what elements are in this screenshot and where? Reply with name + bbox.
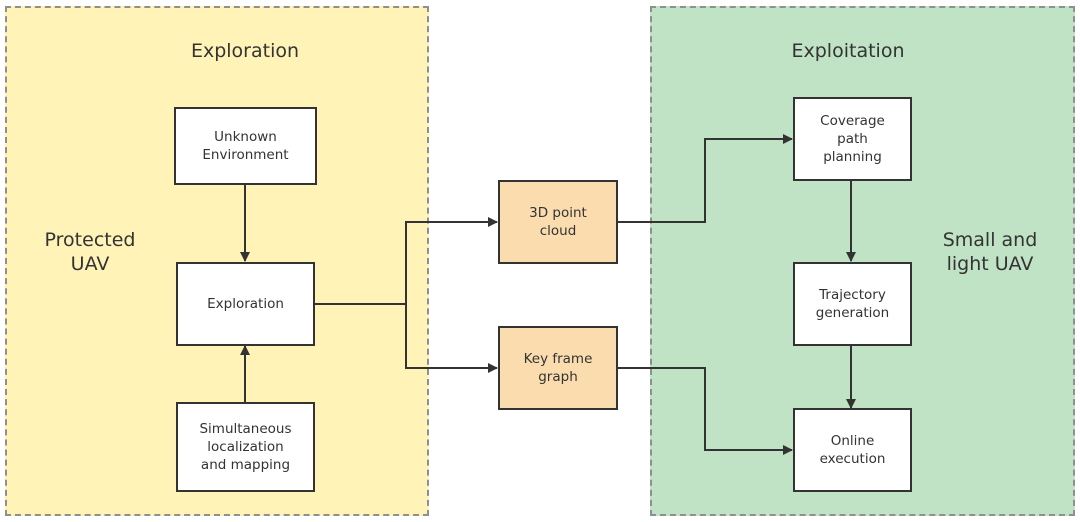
- small-light-uav-label: Small and light UAV: [942, 229, 1038, 275]
- node-unknown-environment: Unknown Environment: [174, 107, 317, 185]
- exploitation-region-title: Exploitation: [791, 40, 905, 62]
- protected-uav-label: Protected UAV: [44, 229, 136, 275]
- edge-keyframe-to-online: [617, 367, 793, 455]
- node-coverage-path-planning: Coverage path planning: [793, 97, 912, 181]
- node-exploration: Exploration: [176, 262, 315, 346]
- edge-pointcloud-to-coverage: [617, 134, 793, 223]
- node-key-frame-graph: Key frame graph: [498, 326, 618, 410]
- node-trajectory-generation: Trajectory generation: [793, 262, 912, 346]
- node-3d-point-cloud: 3D point cloud: [498, 180, 618, 264]
- edge-exploration-to-pointcloud: [314, 217, 498, 305]
- node-online-execution: Online execution: [793, 408, 912, 492]
- node-slam: Simultaneous localization and mapping: [176, 402, 315, 492]
- exploration-region-title: Exploration: [190, 40, 300, 62]
- edge-exploration-to-keyframe: [405, 304, 498, 373]
